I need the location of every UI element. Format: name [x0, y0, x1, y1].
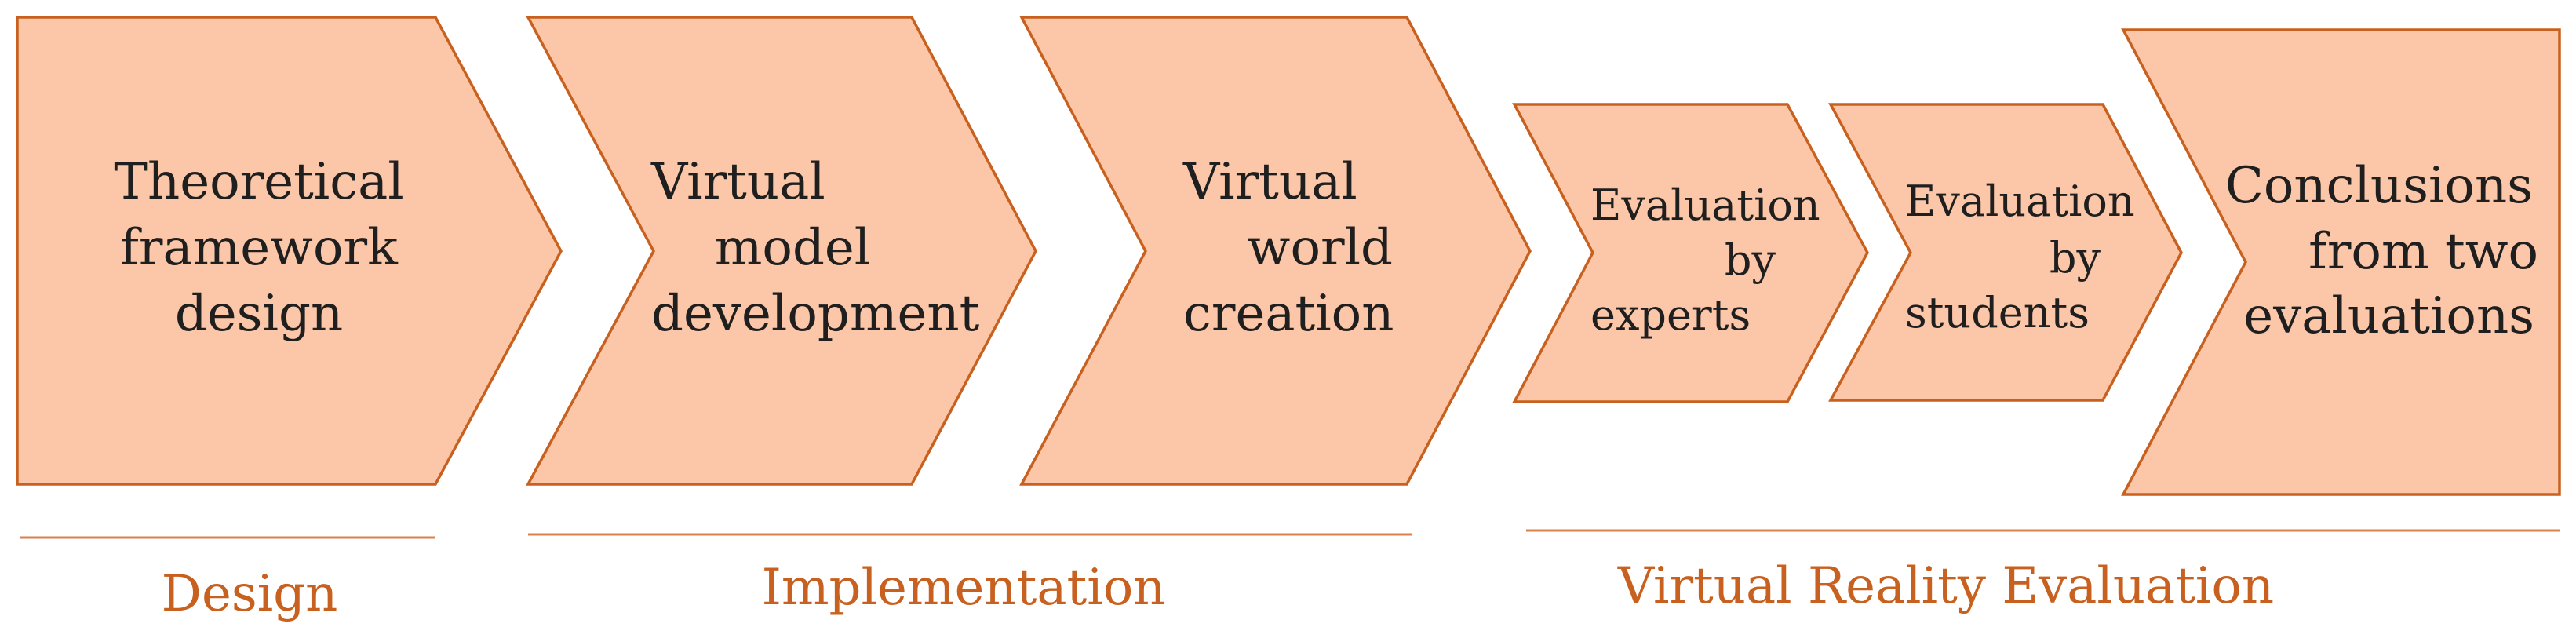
step-1-line-3: design: [175, 285, 343, 343]
step-3-line-2: world: [1248, 219, 1393, 277]
chevron-shape: [1828, 103, 2183, 402]
step-4-line-2: by: [1725, 235, 1776, 285]
step-3-line-1: Virtual: [1182, 153, 1357, 211]
step-virtual-model-development: Virtual model development: [526, 16, 1037, 486]
step-6-line-2: from two: [2308, 223, 2538, 281]
step-2-line-1: Virtual: [650, 153, 825, 211]
step-5-line-3: students: [1905, 288, 2090, 337]
step-theoretical-framework-design: Theoretical framework design: [16, 16, 563, 486]
step-2-line-3: development: [651, 285, 980, 343]
chevron-shape: [526, 16, 1037, 486]
step-3-line-3: creation: [1183, 285, 1394, 343]
step-4-line-3: experts: [1590, 290, 1751, 340]
step-5-line-2: by: [2050, 233, 2101, 283]
chevron-shape: [16, 16, 563, 486]
phase-label-implementation: Implementation: [762, 559, 1166, 617]
step-evaluation-by-experts: Evaluation by experts: [1512, 103, 1869, 403]
phase-label-vr-evaluation: Virtual Reality Evaluation: [1617, 557, 2274, 615]
phase-label-design: Design: [162, 565, 338, 623]
step-evaluation-by-students: Evaluation by students: [1828, 103, 2183, 402]
step-5-line-1: Evaluation: [1905, 177, 2135, 226]
step-6-line-3: evaluations: [2243, 287, 2534, 345]
end-shape: [2121, 28, 2561, 496]
step-1-line-2: framework: [120, 219, 399, 277]
step-1-line-1: Theoretical: [114, 153, 403, 211]
step-2-line-2: model: [715, 219, 871, 277]
step-4-line-1: Evaluation: [1590, 180, 1820, 230]
step-virtual-world-creation: Virtual world creation: [1019, 16, 1532, 486]
step-conclusions-from-two-evaluations: Conclusions from two evaluations: [2121, 28, 2561, 496]
chevron-shape: [1512, 103, 1869, 403]
step-6-line-1: Conclusions: [2225, 157, 2533, 215]
chevron-shape: [1019, 16, 1532, 486]
